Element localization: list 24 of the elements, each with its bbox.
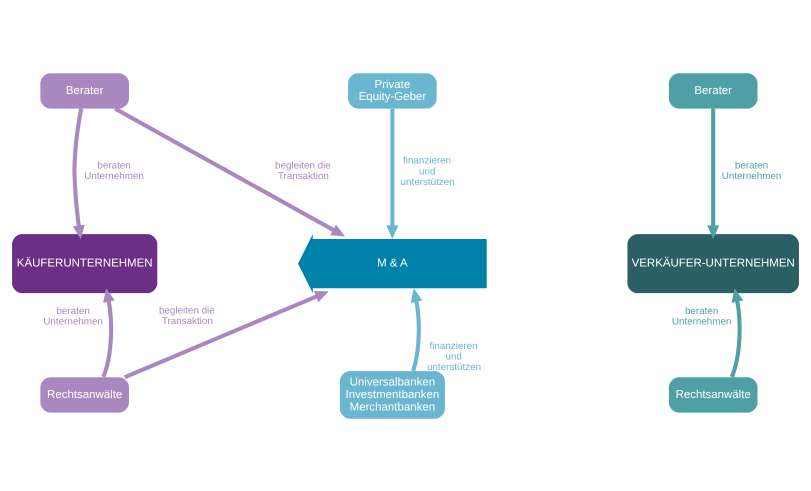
edge-label: beraten Unternehmen (672, 305, 732, 328)
edge-label: finanzieren und unterstützen (400, 155, 455, 188)
edge-label: beraten Unternehmen (43, 305, 103, 328)
edge-label: begleiten die Transaktion (158, 304, 215, 327)
node-box: Rechtsanwälte (40, 376, 129, 412)
arrow (72, 108, 85, 239)
node-box: KÄUFERUNTERNEHMEN (12, 234, 158, 293)
arrow (730, 288, 744, 378)
arrow (707, 108, 720, 239)
arrow (386, 108, 398, 239)
node-box: Berater (668, 72, 758, 108)
arrow (101, 288, 115, 378)
edge-label: beraten Unternehmen (722, 160, 782, 182)
edge-label: begleiten die Transaktion (275, 160, 331, 182)
edge-label: beraten Unternehmen (84, 160, 144, 182)
node-box: Rechtsanwälte (668, 376, 758, 412)
node-box: Universalbanken Investmentbanken Merchantbanken (340, 370, 445, 418)
edge-label: finanzieren und unterstützen (427, 340, 482, 373)
node-box: Berater (40, 72, 129, 108)
arrow (114, 106, 346, 236)
node-box: Private Equity-Geber (348, 72, 437, 108)
arrow (410, 288, 423, 372)
arrow (124, 290, 329, 379)
node-box: VERKÄUFER-UNTERNEHMEN (627, 234, 799, 293)
